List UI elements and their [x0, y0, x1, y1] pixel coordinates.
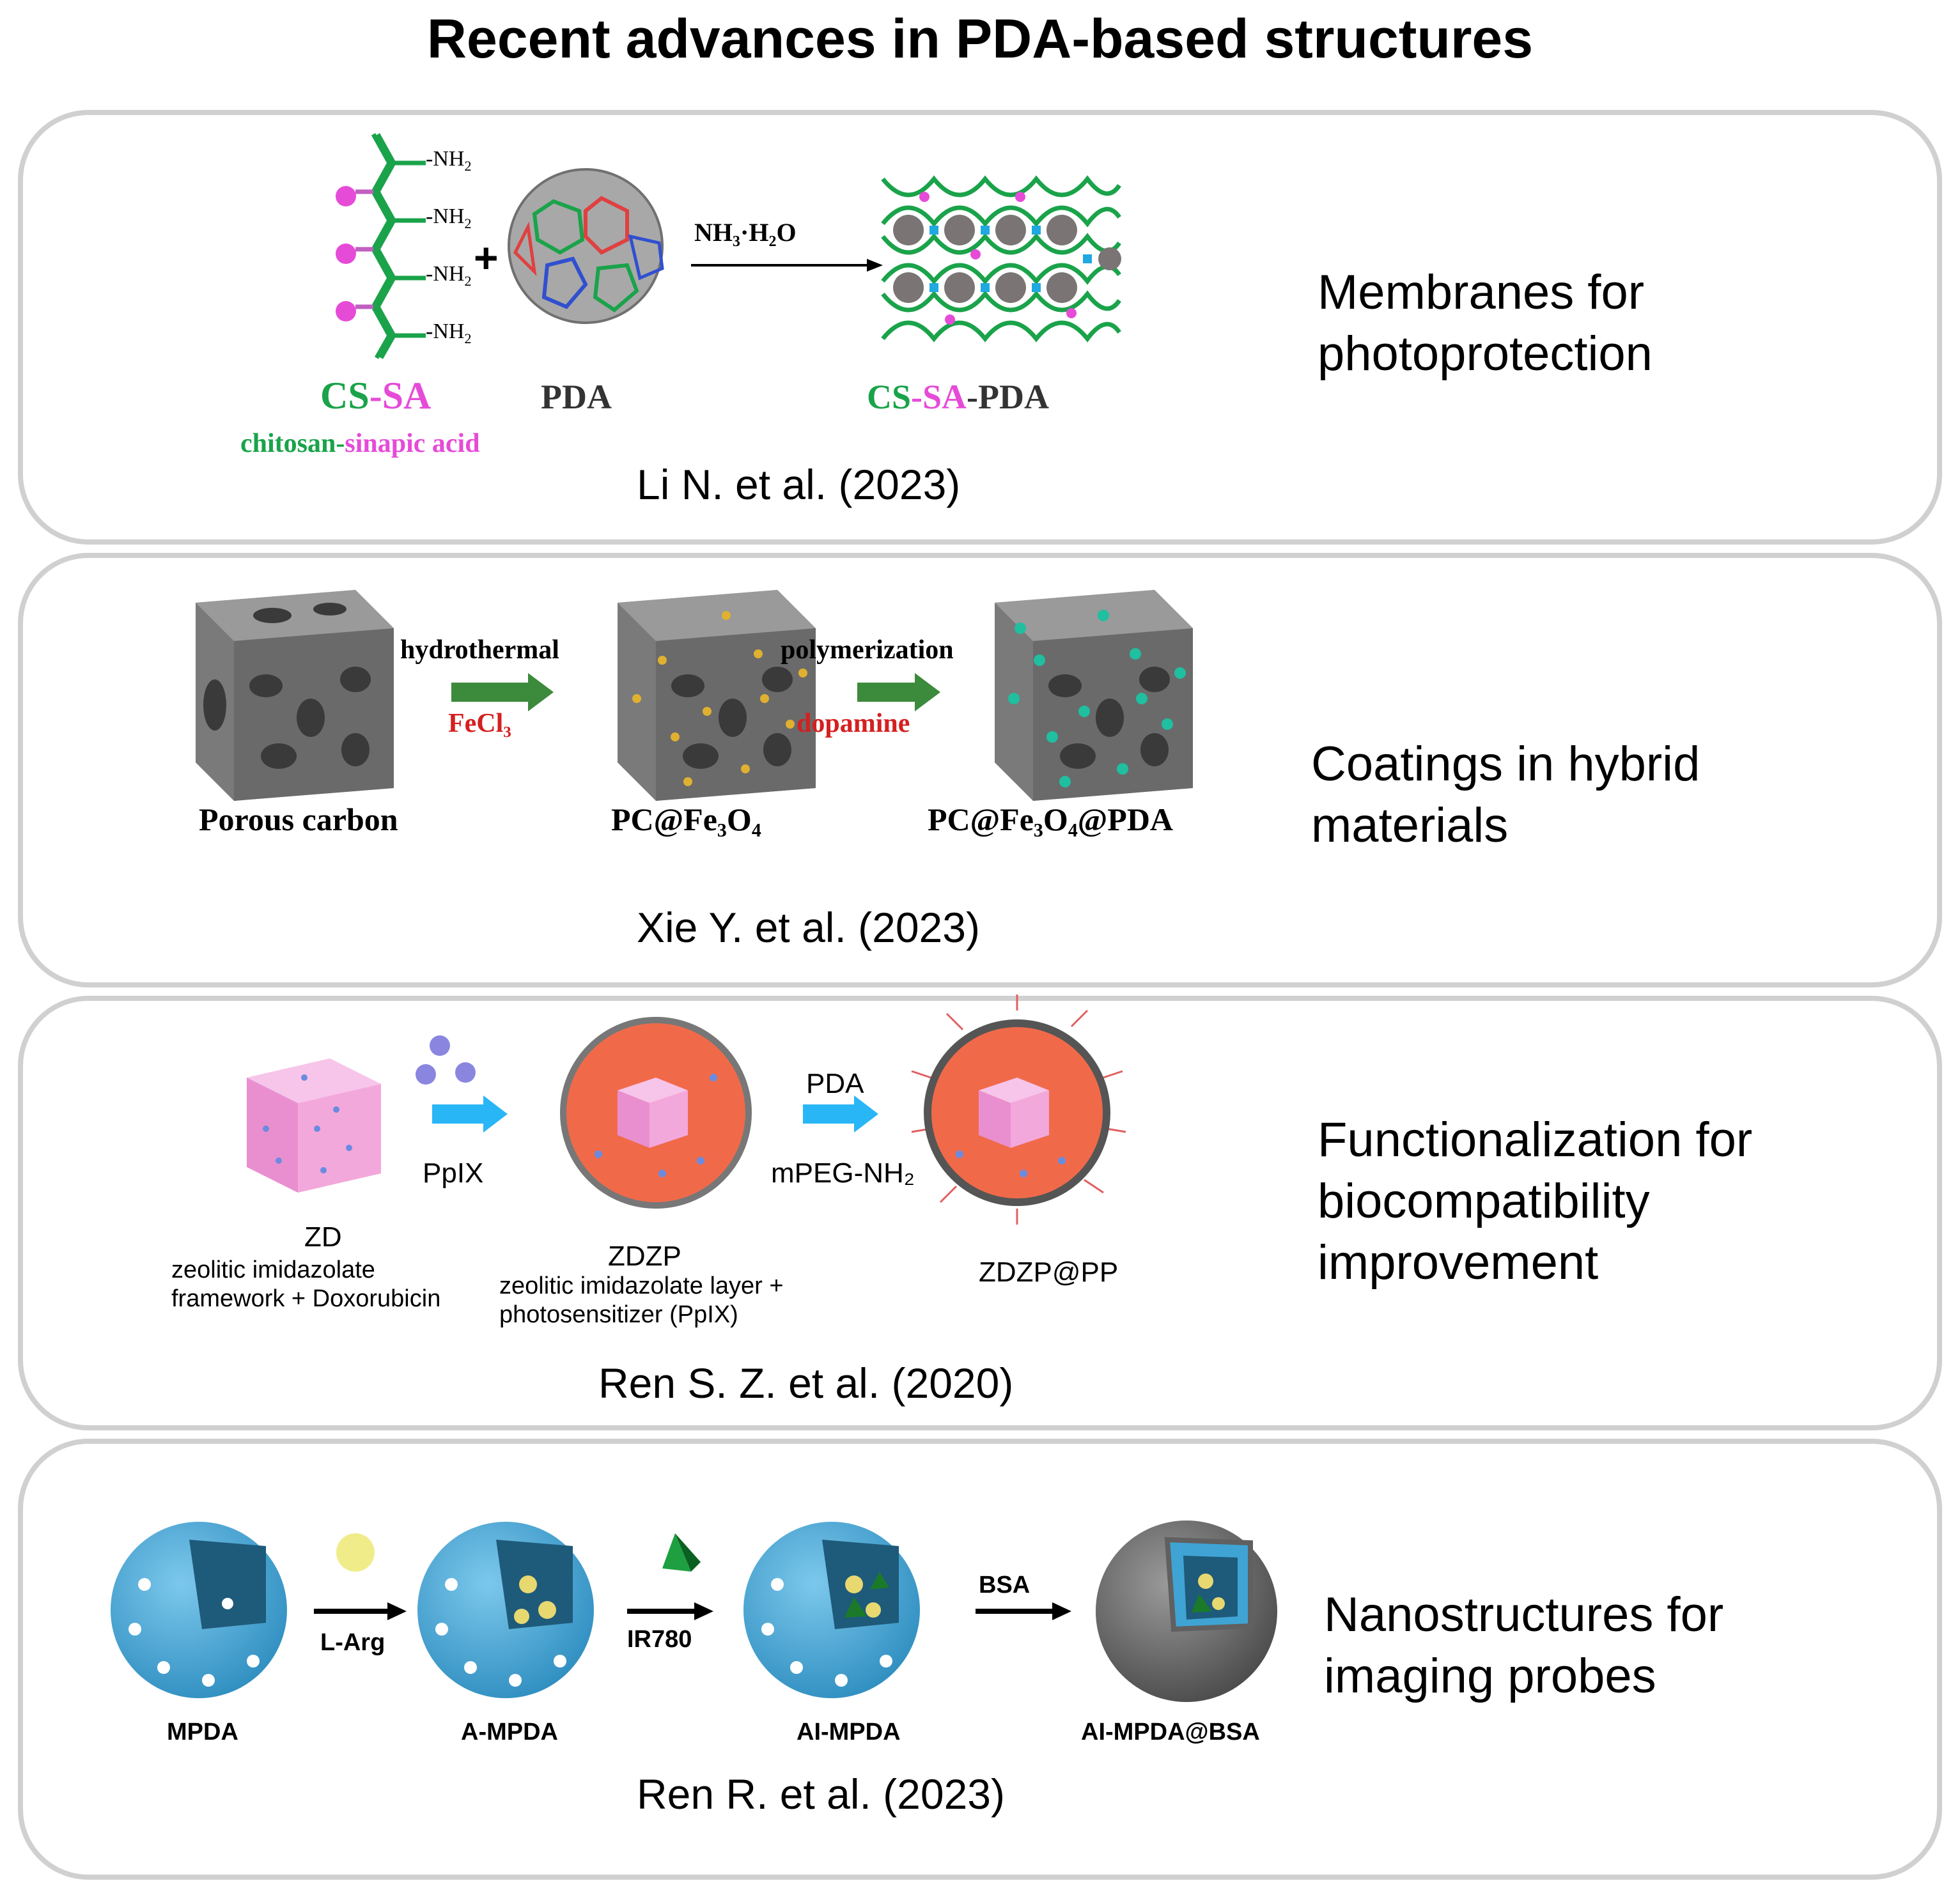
ir780-pyramid-icon: [662, 1533, 701, 1572]
black-arrow-icon-3: [976, 1602, 1071, 1620]
nh2-label-1: -NH2: [426, 147, 472, 174]
mpda-label: MPDA: [167, 1719, 238, 1745]
citation: Ren S. Z. et al. (2020): [598, 1359, 1014, 1407]
black-arrow-icon-1: [314, 1602, 407, 1620]
figure-title: Recent advances in PDA-based structures: [426, 8, 1534, 70]
cs-sa-pda-label: CS-SA-PDA: [867, 378, 1050, 416]
ai-mpda-sphere-icon: [743, 1522, 920, 1698]
fe3o4-cube-icon: [618, 590, 816, 801]
blue-arrow-icon-1: [432, 1095, 508, 1133]
reagent-label: NH₃·H₂O: [694, 218, 797, 247]
blue-arrow-icon-2: [803, 1095, 878, 1133]
nh2-label-3: -NH2: [426, 262, 472, 289]
panel1-graphics: [336, 133, 1121, 359]
larg-dot-icon: [336, 1533, 375, 1572]
plus-sign: +: [474, 234, 499, 281]
green-arrow-icon-1: [451, 673, 554, 711]
panel-membranes: -NH2 -NH2 -NH2 -NH2 + NH₃·H₂O CS-SA PDA …: [18, 110, 1942, 545]
panel-functionalization: PpIX PDA mPEG-NH₂ ZD zeolitic imidazolat…: [18, 994, 1942, 1430]
ai-mpda-bsa-label: AI-MPDA@BSA: [1081, 1719, 1260, 1745]
ppix-molecules-icon: [416, 1035, 476, 1085]
category-label: Membranes for photoprotection: [1318, 265, 1653, 381]
nh2-label-2: -NH2: [426, 205, 472, 231]
zdzp-pp-sphere-icon: [911, 994, 1126, 1225]
reaction-arrow-icon: [691, 259, 883, 272]
ir780-label: IR780: [627, 1626, 692, 1653]
bsa-label: BSA: [979, 1572, 1031, 1598]
zdzp-label: ZDZP: [608, 1241, 681, 1272]
category-label: Coatings in hybrid materials: [1311, 737, 1700, 853]
green-arrow-icon-2: [857, 673, 940, 711]
citation: Li N. et al. (2023): [637, 461, 961, 508]
zdzp-pp-label: ZDZP@PP: [979, 1257, 1119, 1288]
pda-label: PDA: [541, 378, 612, 416]
nh2-label-4: -NH2: [426, 320, 472, 346]
zd-desc-line2: framework + Doxorubicin: [171, 1285, 441, 1312]
dopamine-label: dopamine: [797, 709, 910, 738]
pc-fe3o4-pda-label: PC@Fe₃O₄@PDA: [928, 801, 1174, 837]
sinapic-acid-dots-icon: [336, 186, 356, 321]
cs-sa-pda-network-icon: [881, 175, 1121, 345]
pda-sphere-icon: [508, 168, 664, 324]
zd-label: ZD: [304, 1221, 342, 1253]
zdzp-desc-line1: zeolitic imidazolate layer +: [499, 1273, 784, 1299]
chitosan-sinapic-label: chitosan-sinapic acid: [240, 429, 480, 458]
pda-coated-cube-icon: [995, 590, 1193, 801]
panel2-graphics: [196, 590, 1193, 801]
citation: Xie Y. et al. (2023): [637, 904, 980, 951]
pda-label: PDA: [806, 1068, 864, 1099]
panel-coatings: hydrothermal FeCl₃ polymerization dopami…: [18, 553, 1942, 987]
ai-mpda-bsa-sphere-icon: [1096, 1520, 1277, 1702]
category-label: Nanostructures for imaging probes: [1324, 1588, 1724, 1703]
a-mpda-sphere-icon: [417, 1522, 594, 1698]
black-arrow-icon-2: [627, 1602, 713, 1620]
larg-label: L-Arg: [320, 1629, 385, 1656]
zdzp-sphere-icon: [560, 1017, 752, 1209]
panel3-graphics: [247, 994, 1126, 1225]
pc-fe3o4-label: PC@Fe₃O₄: [611, 801, 761, 837]
hydrothermal-label: hydrothermal: [400, 635, 559, 665]
mpeg-label: mPEG-NH₂: [771, 1157, 915, 1189]
polymerization-label: polymerization: [781, 635, 954, 665]
fecl3-label: FeCl₃: [448, 709, 511, 738]
cs-sa-label: CS-SA: [320, 375, 432, 417]
porous-carbon-label: Porous carbon: [199, 801, 398, 837]
ai-mpda-label: AI-MPDA: [797, 1719, 901, 1745]
a-mpda-label: A-MPDA: [461, 1719, 558, 1745]
porous-carbon-cube-icon: [196, 590, 394, 801]
mpda-sphere-icon: [111, 1522, 287, 1698]
category-label: Functionalization for biocompatibility i…: [1318, 1113, 1753, 1290]
panel-nanostructures: L-Arg IR780 BSA MPDA A-MPDA AI-MPDA AI-M…: [18, 1439, 1942, 1880]
citation: Ren R. et al. (2023): [637, 1770, 1005, 1818]
zif-cube-icon: [247, 1058, 381, 1193]
zd-desc-line1: zeolitic imidazolate: [171, 1257, 375, 1283]
zdzp-desc-line2: photosensitizer (PpIX): [499, 1301, 738, 1328]
chitosan-chain-icon: [355, 133, 426, 359]
ppix-label: PpIX: [423, 1157, 484, 1189]
panel4-graphics: [111, 1520, 1277, 1702]
